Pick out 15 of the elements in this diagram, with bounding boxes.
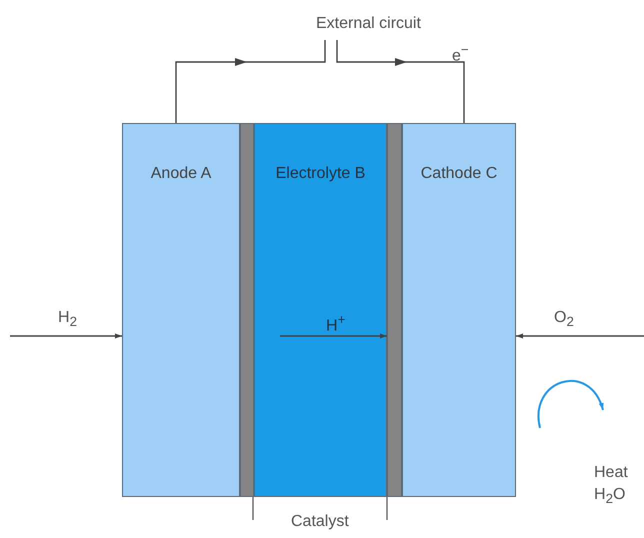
edge-label: O$_{2}$: [554, 308, 574, 332]
compartment-label: Electrolyte B: [274, 164, 366, 183]
edge-label: External circuit: [316, 14, 421, 33]
product-label: Heat H$_{2}$O: [594, 463, 629, 508]
electron-label: e$^{−}$: [452, 41, 469, 66]
catalyst-layer: [240, 123, 254, 497]
compartment-label: Cathode C: [420, 164, 498, 183]
edge-label: H$_{2}$: [58, 308, 77, 332]
catalyst-label: Catalyst: [291, 512, 349, 531]
cell-compartment: [402, 123, 516, 497]
compartment-label: Anode A: [150, 164, 212, 183]
cell-compartment: [254, 123, 387, 497]
catalyst-layer: [387, 123, 402, 497]
edge-label: H$^{+}$: [326, 311, 346, 336]
cell-compartment: [122, 123, 240, 497]
